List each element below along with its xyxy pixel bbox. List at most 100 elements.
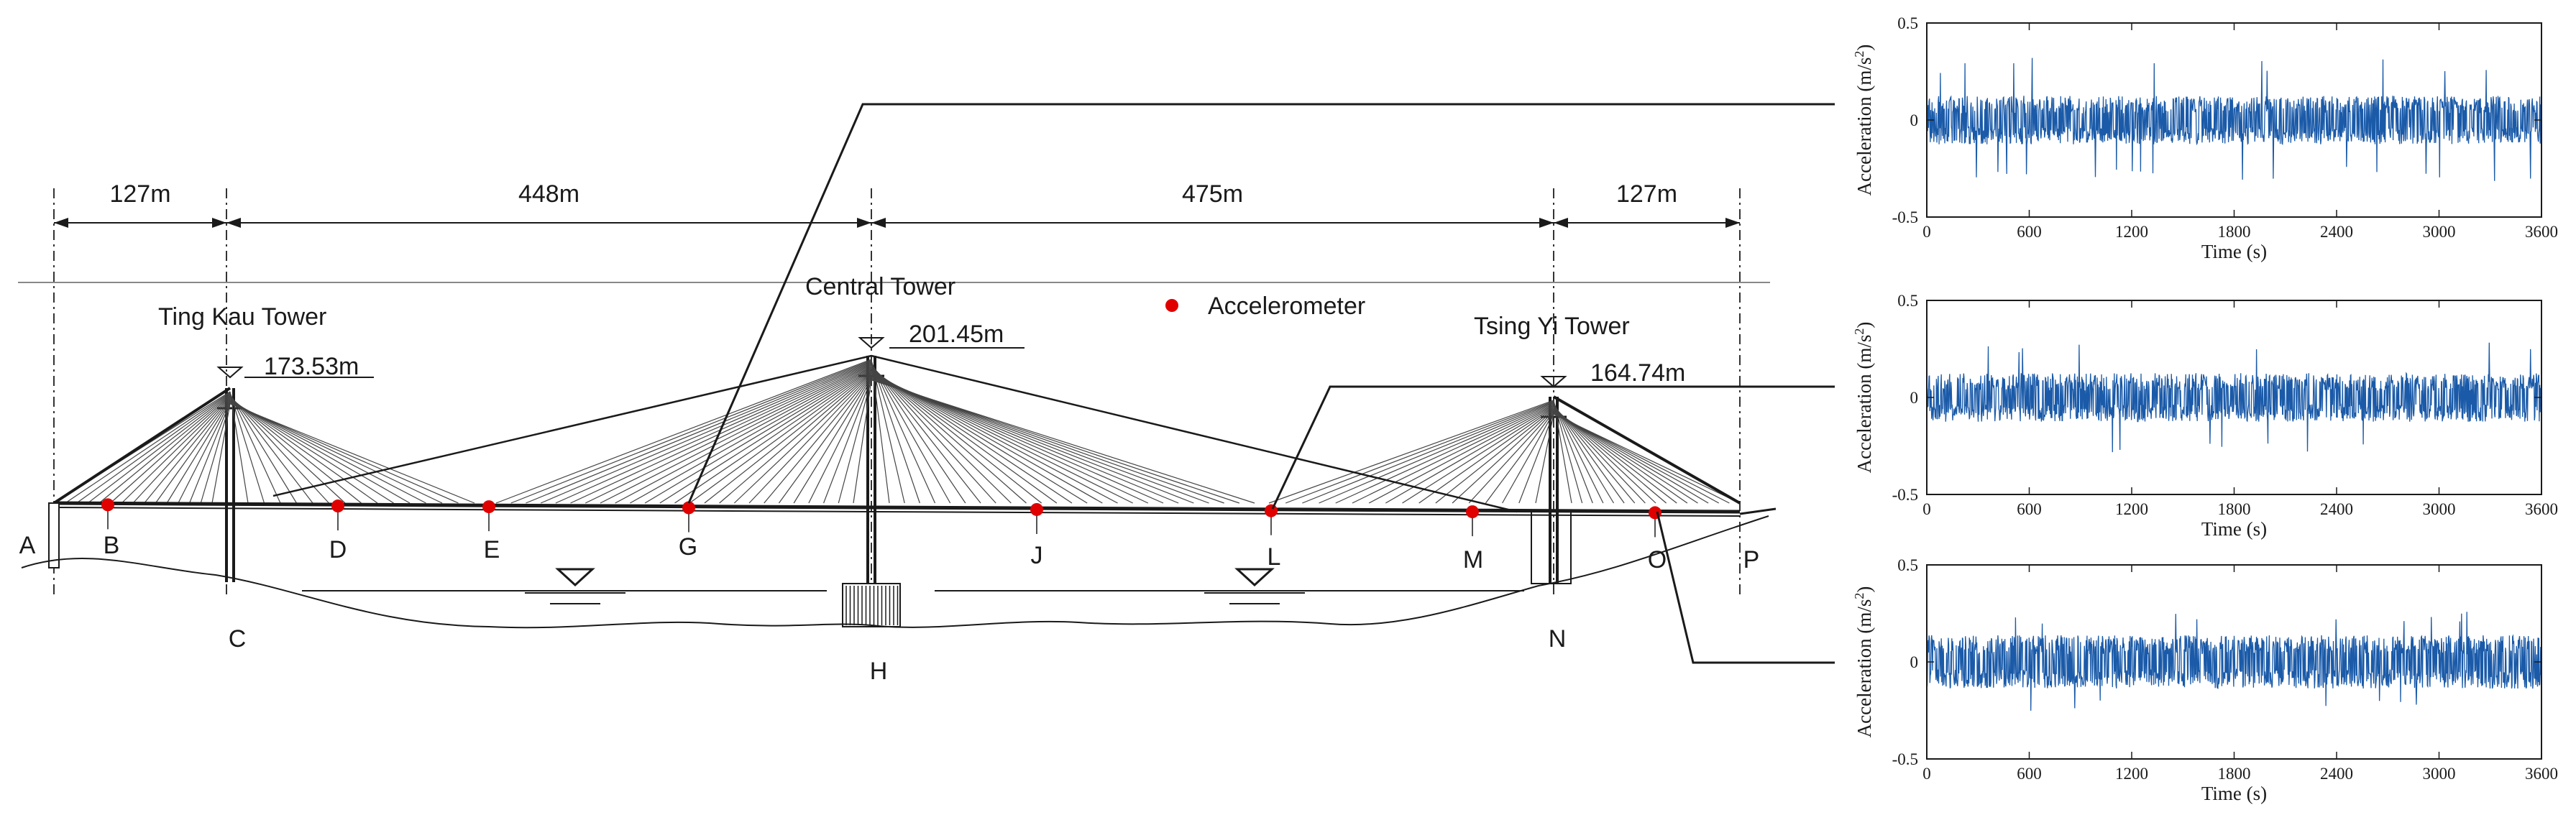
tower-name-label: Tsing Yi Tower [1474,313,1630,340]
x-tick-label: 1800 [2218,765,2251,783]
accelerometer-marker-e [482,500,495,514]
stay-cable [793,376,872,504]
stay-cable [1302,401,1554,504]
x-axis-label: Time (s) [2201,783,2267,804]
tower-height-label: 201.45m [909,321,1004,348]
tower-name-label: Central Tower [805,273,955,300]
x-tick-label: 1200 [2115,765,2148,783]
x-tick-label: 0 [1922,500,1931,518]
stay-cable [704,371,872,504]
y-axis-label: Acceleration (m/s2) [1852,586,1875,738]
point-label-b: B [104,532,120,559]
stay-cable [229,398,378,504]
stay-cable [98,395,231,504]
stay-cable [570,363,872,504]
stay-cable [853,379,872,504]
x-tick-label: 600 [2017,500,2042,518]
y-tick-label: 0.5 [1897,14,1918,32]
x-tick-label: 0 [1922,223,1931,241]
central-pier-foundation [842,583,901,627]
bridge-deck [53,501,1741,514]
dimension-arrowhead [226,218,241,228]
stay-cable [871,364,996,504]
stay-cable [1385,405,1554,504]
abutment-a [48,502,60,568]
stay-cable [778,375,872,504]
callout-line-g [687,103,1835,504]
stay-cable [719,372,872,504]
stay-cable [229,391,249,504]
stay-cable [585,364,872,504]
stay-cable [1485,411,1554,504]
stay-cable [229,395,329,504]
stay-cable [644,367,872,504]
callout-leader-lines [687,103,1835,664]
stay-cable [871,367,1027,504]
dimension-arrowhead [1554,218,1568,228]
water-level-symbol [1234,568,1275,587]
stay-cable [1553,402,1604,504]
stay-cable [1553,405,1636,504]
stay-cable [1352,404,1554,504]
stay-cable [229,400,411,504]
dimension-arrowhead [857,218,871,228]
callout-line-o [1656,511,1835,664]
stay-cable [211,403,231,504]
point-label-j: J [1031,542,1043,569]
y-tick-label: -0.5 [1892,486,1918,504]
stay-cable [764,374,872,504]
stay-cable [659,368,872,504]
stay-cable [526,360,872,504]
x-tick-label: 2400 [2320,765,2353,783]
stay-cable [76,392,231,504]
stay-cable [871,362,936,504]
stay-cable [1553,400,1572,504]
stay-cable [615,366,872,504]
stay-cable [229,403,475,504]
stay-cable [871,371,1103,504]
y-tick-label: 0 [1910,653,1919,671]
seabed-profile [21,515,1769,629]
x-tick-label: 2400 [2320,223,2353,241]
stay-cable-outer [52,387,232,505]
x-tick-label: 3600 [2525,765,2558,783]
y-tick-label: 0.5 [1897,556,1918,574]
stay-cable [689,370,872,504]
legend-label: Accelerometer [1208,293,1365,320]
accelerometer-marker-d [331,499,344,513]
stay-cable [1553,401,1583,504]
stay-cable [200,402,231,504]
stay-cable [871,369,1073,504]
x-tick-label: 1800 [2218,223,2251,241]
y-tick-label: -0.5 [1892,750,1918,768]
stay-cable [229,396,346,504]
accelerometer-marker-g [682,501,695,515]
y-axis-label: Acceleration (m/s2) [1852,322,1875,474]
stabilising-cable [871,354,1518,513]
stay-cable [1535,414,1554,504]
x-tick-label: 3000 [2423,500,2456,518]
x-tick-label: 1800 [2218,500,2251,518]
stay-cable [1418,408,1554,504]
x-tick-label: 600 [2017,765,2042,783]
tower-height-label: 164.74m [1590,359,1685,387]
point-label-e: E [484,536,500,563]
y-tick-label: 0 [1910,111,1919,129]
x-tick-label: 3000 [2423,765,2456,783]
stay-cable [871,360,905,504]
stay-cable [540,362,872,504]
point-label-l: L [1268,543,1281,571]
stay-cable [871,364,981,504]
stay-cable [1502,412,1554,504]
stay-cable [1553,405,1646,504]
stay-cable [1335,403,1554,504]
stay-cable [674,369,872,504]
accelerometer-marker-b [101,498,114,512]
x-tick-label: 3000 [2423,223,2456,241]
stay-cable [555,362,872,504]
x-tick-label: 1200 [2115,500,2148,518]
stay-cable [87,394,231,504]
